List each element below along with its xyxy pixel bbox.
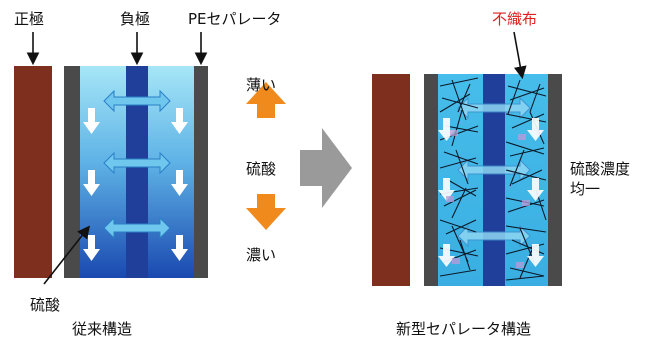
sulfuric-acid-pointer <box>43 225 90 285</box>
conventional-structure-caption: 従来構造 <box>72 320 133 338</box>
positive-electrode-plate-new <box>372 74 410 286</box>
thick-label: 濃い <box>246 246 277 264</box>
pe-separator-label: PEセパレータ <box>188 10 282 28</box>
sulfuric-acid-middle-label: 硫酸 <box>246 160 277 178</box>
ion-flow-arrows-new <box>457 96 531 248</box>
ion-flow-arrows-conventional <box>103 89 171 240</box>
uniform-concentration-line2: 均一 <box>570 180 601 198</box>
nonwoven-fibers <box>439 77 547 281</box>
nonwoven-pointer <box>513 31 527 80</box>
new-structure <box>372 31 562 286</box>
uniform-concentration-line1: 硫酸濃度 <box>570 160 631 178</box>
positive-electrode-plate <box>14 66 52 278</box>
down-orange-arrow <box>246 194 286 230</box>
fiber-accents <box>446 130 530 268</box>
conventional-structure <box>14 32 208 285</box>
up-orange-arrow <box>246 82 286 118</box>
sulfuric-acid-bottom-label: 硫酸 <box>30 296 61 314</box>
pe-separator-right <box>194 66 208 278</box>
nonwoven-label: 不織布 <box>492 10 538 28</box>
negative-electrode-label: 負極 <box>120 10 151 28</box>
separator-right-new <box>548 74 562 286</box>
new-structure-caption: 新型セパレータ構造 <box>396 320 532 338</box>
separator-left-new <box>424 74 438 286</box>
thin-label: 薄い <box>246 76 277 94</box>
positive-electrode-label: 正極 <box>14 10 45 28</box>
concentration-arrows <box>246 82 286 230</box>
settling-arrows-conventional <box>83 108 188 261</box>
transition-arrow <box>300 128 352 208</box>
pe-separator-left <box>64 66 80 278</box>
